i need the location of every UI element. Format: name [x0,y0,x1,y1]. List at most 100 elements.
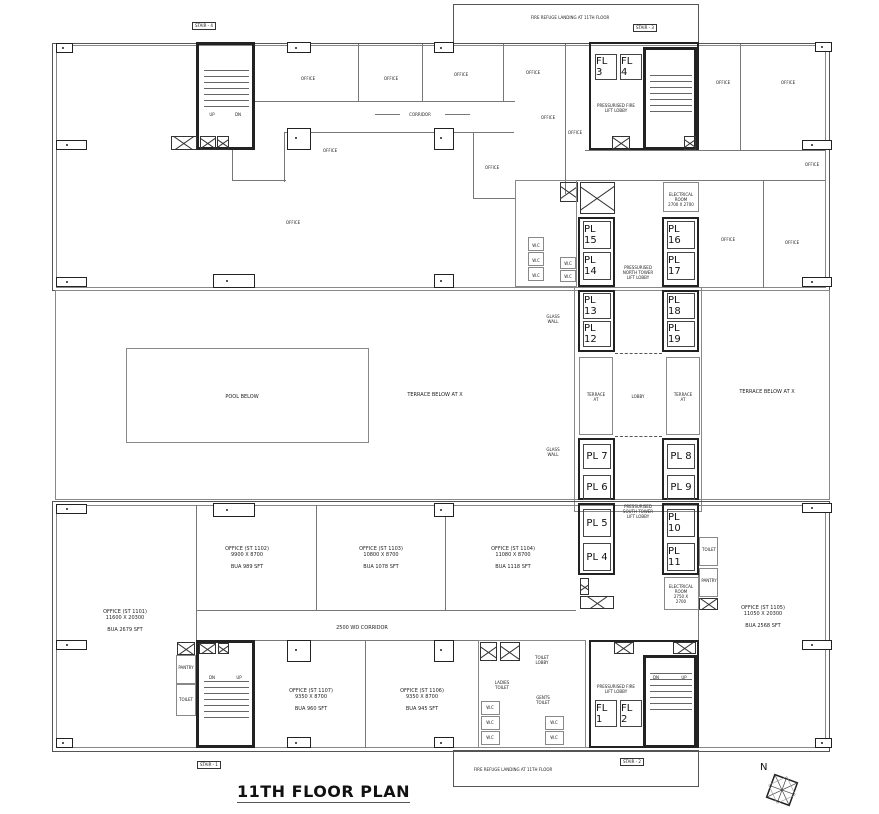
wc-s2 [481,716,500,730]
office-st1101-bua: BUA 2679 SFT [107,627,143,633]
office-st1103-bua: BUA 1078 SFT [363,564,399,570]
lift-pl17: PL 17 [667,252,695,280]
toilet-lobby-label: TOILET LOBBY [535,655,549,665]
stair-4-up: UP [209,112,215,117]
south-lift-core-left [578,503,615,575]
corridor-arrow-left [375,114,400,115]
stair-4-tag: STAIR - 4 [192,22,216,30]
wc-s3 [481,731,500,745]
south-electrical-room [664,577,699,610]
lift-pl13: PL 13 [583,293,611,319]
stair-3 [643,47,697,150]
office-st1105-dims: 11050 X 20300 [743,611,783,617]
mid-lift-left-top [578,290,615,352]
column [56,640,87,650]
shaft-stair1-c [177,642,195,655]
lift-pl14: PL 14 [583,252,611,280]
fire-lift-fl2: FL 2 [620,700,642,727]
plan-title: 11TH FLOOR PLAN [237,782,410,803]
column [287,640,311,662]
north-office-7: OFFICE [484,165,500,170]
column [434,503,454,517]
column [802,640,832,650]
pool-label: POOL BELOW [225,394,259,400]
fire-lift-fl1: FL 1 [595,700,617,727]
shaft-stair2-a [614,642,634,654]
north-office-9: OFFICE [567,130,583,135]
terrace-small-right [666,357,700,435]
shaft-toilet-b [500,642,520,661]
lift-pl6: PL 6 [583,475,611,500]
column [287,737,311,748]
lift-pl10: PL 10 [667,509,695,537]
south-toilet-left [176,684,196,716]
office-st1105-name: OFFICE (ST 1105) [741,605,785,611]
office-st1101-name: OFFICE (ST 1101) [103,609,147,615]
fire-refuge-label-bottom: FIRE REFUGE LANDING AT 11TH FLOOR [473,767,553,772]
column [434,737,454,748]
ladies-toilet-label: LADIES TOILET [494,680,510,690]
fire-refuge-landing-top [453,4,699,44]
lift-pl18: PL 18 [667,293,695,319]
column [56,43,73,53]
corridor-arrow-right [445,114,470,115]
column [802,503,832,513]
shaft-stair1-b [218,643,229,654]
office-st1106-name: OFFICE (ST 1106) [400,688,444,694]
wc-s4 [545,716,564,730]
duct-south [580,596,614,609]
lift-pl12: PL 12 [583,321,611,347]
terrace-right-label: TERRACE BELOW AT X [739,389,795,395]
column [434,42,454,53]
lift-pl7: PL 7 [583,444,611,469]
lift-pl19: PL 19 [667,321,695,347]
glass-wall-bottom: GLASS WALL [546,447,560,457]
office-st1107-dims: 9350 X 8700 [294,694,328,700]
office-st1101-dims: 11600 X 20300 [105,615,145,621]
south-electrical-label: ELECTRICAL ROOM 2750 X 2700 [668,584,694,604]
north-lift-core-right [662,217,699,287]
office-st1102-dims: 9900 X 8700 [230,552,264,558]
terrace-small-left [579,357,613,435]
wc-1 [528,237,544,251]
lift-pl11: PL 11 [667,543,695,571]
column [434,274,454,288]
stair-1-up: UP [236,675,242,680]
column [56,277,87,287]
column [815,738,832,748]
glass-wall-top: GLASS WALL [546,314,560,324]
column [434,640,454,662]
lobby-label: LOBBY [631,394,645,399]
shaft-stair2-b [673,642,696,654]
north-fire-lift-lobby: PRESSURISED FIRE LIFT LOBBY [597,103,635,113]
column [56,140,87,150]
lift-pl9: PL 9 [667,475,695,500]
north-electrical-label: ELECTRICAL ROOM 2700 X 2700 [668,192,694,207]
terrace-outline [55,290,830,500]
north-label: N [760,762,768,773]
pool [126,348,369,443]
shaft-stair3-a [612,136,630,150]
office-st1104-dims: 11080 X 8700 [495,552,531,558]
office-st1106-bua: BUA 945 SFT [405,706,439,712]
north-office-6: OFFICE [285,220,301,225]
office-st1103-dims: 10800 X 8700 [363,552,399,558]
north-toilets [515,180,577,287]
north-office-4: OFFICE [525,70,541,75]
office-st1104-name: OFFICE (ST 1104) [491,546,535,552]
north-wing-inner [56,45,826,288]
lift-pl4: PL 4 [583,543,611,571]
south-lift-core-right [662,503,699,575]
mid-lift-right-top [662,290,699,352]
office-st1102-bua: BUA 989 SFT [230,564,264,570]
south-lift-lobby: PRESSURISED SOUTH TOWER LIFT LOBBY [622,504,654,519]
north-office-14: OFFICE [784,240,800,245]
shaft-stair3-b [684,136,696,150]
fire-refuge-landing-bottom [453,750,699,787]
wc-s1 [481,701,500,715]
north-corridor-label: CORRIDOR [409,112,431,117]
lift-pl16: PL 16 [667,221,695,249]
south-toilet-right [699,537,718,566]
wc-4 [560,257,576,269]
stair-1-tag: STAIR - 1 [197,761,221,769]
